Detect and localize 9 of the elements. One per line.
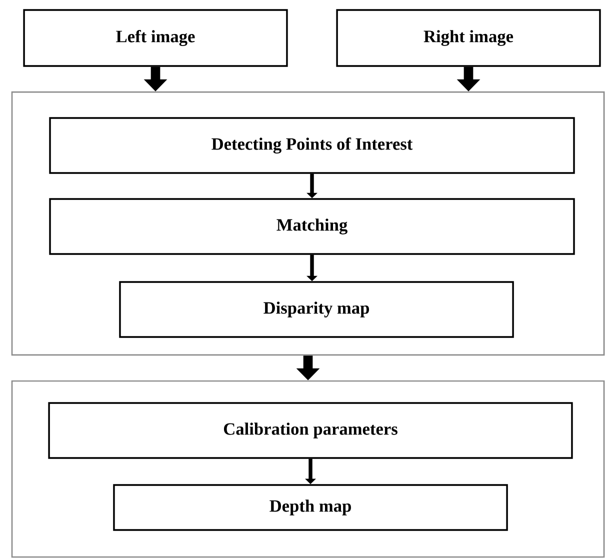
process-box: Calibration parameters <box>48 402 573 459</box>
process-box: Matching <box>49 198 575 255</box>
group-panel <box>11 91 605 356</box>
process-box: Depth map <box>113 484 508 531</box>
process-box: Detecting Points of Interest <box>49 117 575 174</box>
process-box: Disparity map <box>119 281 514 338</box>
group-panel <box>11 380 605 558</box>
process-box: Left image <box>23 9 288 67</box>
process-box: Right image <box>336 9 601 67</box>
